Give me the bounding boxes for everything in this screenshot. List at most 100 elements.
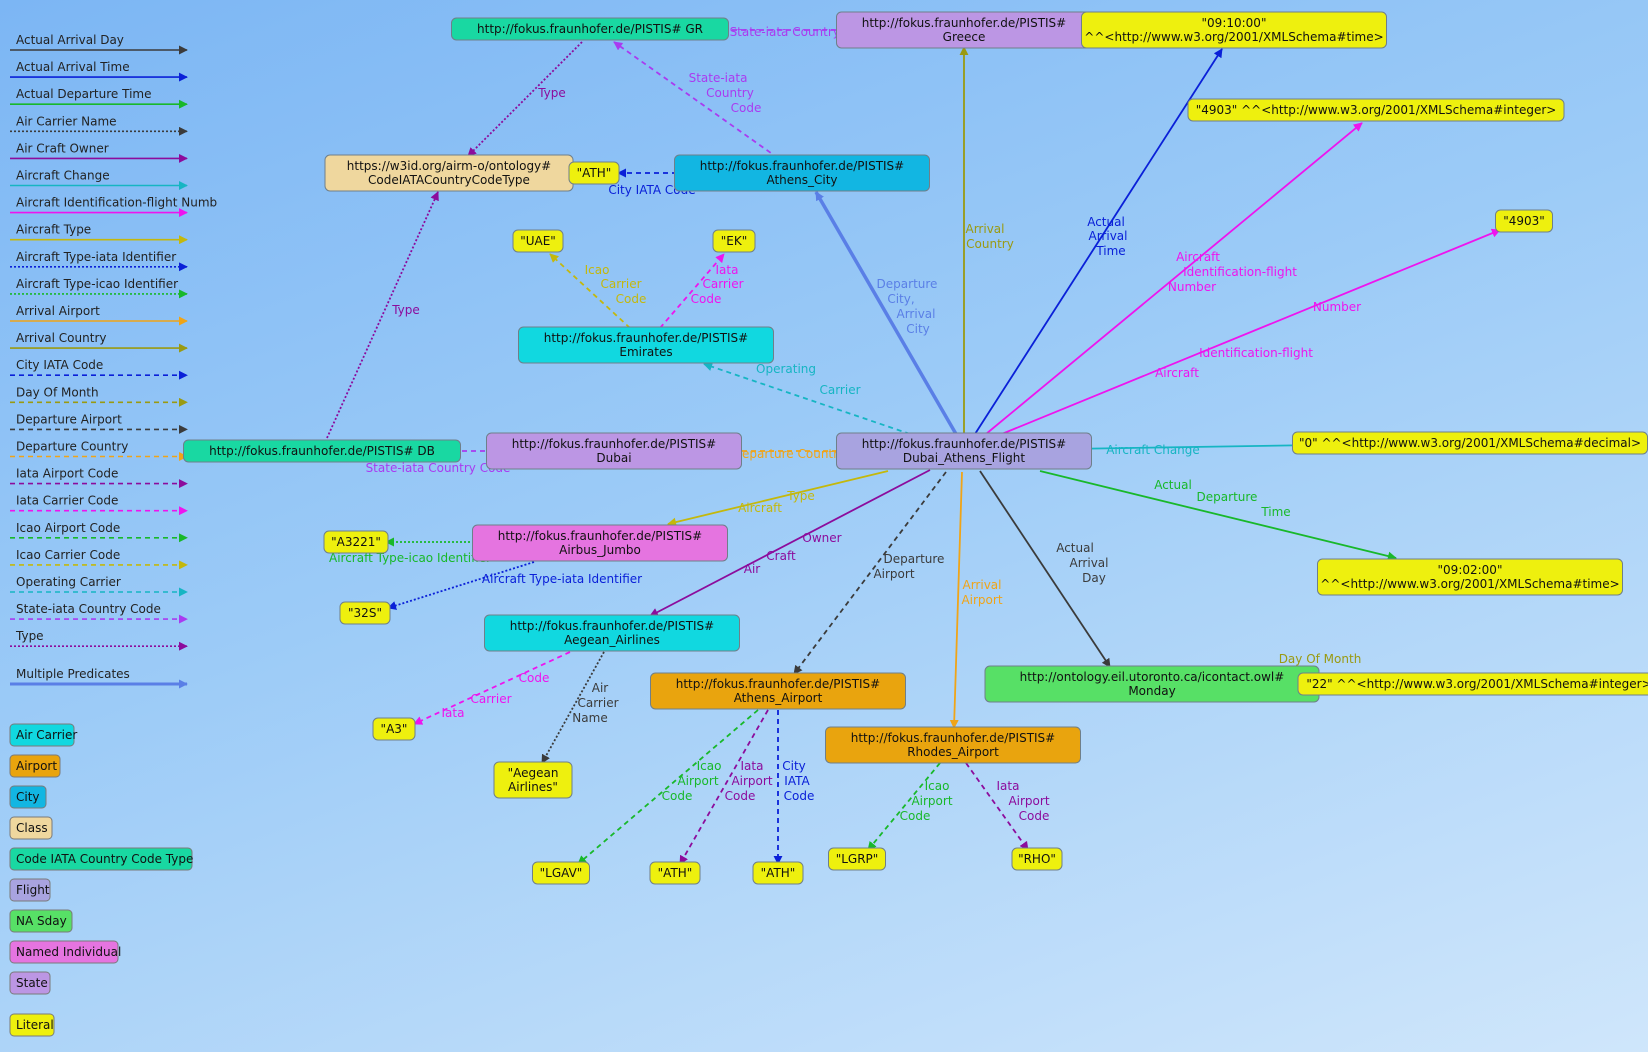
legend-predicate-label: Operating Carrier (16, 575, 121, 589)
edge-label: Number (1168, 280, 1216, 294)
edge-flight-to-rhodes (949, 471, 963, 729)
node-gr[interactable]: http://fokus.fraunhofer.de/PISTIS# GR (451, 17, 729, 41)
edge-label: City (782, 759, 806, 773)
node-label: "ATH" (658, 866, 693, 880)
node-label: http://fokus.fraunhofer.de/PISTIS# (544, 331, 748, 345)
edge-label: Code (731, 101, 762, 115)
legend-class-label: State (16, 976, 48, 990)
edge-label: Owner (802, 531, 841, 545)
edge-label: Code (784, 789, 815, 803)
edge-flight-to-lit_4903 (991, 228, 1501, 439)
edge-label: Airport (911, 794, 952, 808)
node-label: "A3" (381, 722, 408, 736)
edge-label: Day Of Month (1279, 652, 1362, 666)
node-label: "Aegean (508, 766, 559, 780)
legend-predicate-label: Air Craft Owner (16, 141, 109, 155)
node-lit-32s[interactable]: "32S" (339, 601, 391, 625)
node-lit-uae[interactable]: "UAE" (512, 229, 564, 253)
node-airbus[interactable]: http://fokus.fraunhofer.de/PISTIS#Airbus… (472, 524, 728, 562)
node-lit-4903[interactable]: "4903" (1495, 209, 1553, 233)
legend-multiple-label: Multiple Predicates (16, 667, 130, 681)
edge-athens_airport-to-lit_ath1 (679, 709, 769, 865)
graph-edges (326, 25, 1501, 865)
node-lit-22[interactable]: "22" ^^<http://www.w3.org/2001/XMLSchema… (1297, 672, 1648, 696)
edge-label: City IATA Code (608, 183, 695, 197)
edge-label: Aircraft (1176, 250, 1220, 264)
legend-predicate-label: Actual Departure Time (16, 87, 151, 101)
edge-label: Iata (442, 706, 465, 720)
edge-label: Operating (756, 362, 816, 376)
node-flight[interactable]: http://fokus.fraunhofer.de/PISTIS#Dubai_… (836, 432, 1092, 470)
legend-class-label: Air Carrier (16, 728, 77, 742)
edge-label: City (906, 322, 930, 336)
node-rhodes[interactable]: http://fokus.fraunhofer.de/PISTIS#Rhodes… (825, 726, 1081, 764)
node-lit-4903i[interactable]: "4903" ^^<http://www.w3.org/2001/XMLSche… (1187, 98, 1565, 122)
legend-class-label: Flight (16, 883, 50, 897)
edge-db-to-codetype (326, 191, 439, 439)
edge-airbus-to-lit_32s (387, 561, 535, 610)
edge-flight-to-monday (979, 470, 1111, 668)
node-codetype[interactable]: https://w3id.org/airm-o/ontology#CodeIAT… (324, 154, 574, 192)
edge-label: Country (706, 86, 754, 100)
node-lit-lgav[interactable]: "LGAV" (532, 861, 590, 885)
legend-predicate-label: Aircraft Type (16, 223, 91, 237)
edge-label: Carrier (702, 277, 743, 291)
node-lit-lgrp[interactable]: "LGRP" (828, 847, 886, 871)
legend-predicate-label: Icao Carrier Code (16, 548, 120, 562)
node-lit-ath-city[interactable]: "ATH" (568, 161, 620, 185)
edge-label: Code (900, 809, 931, 823)
edge-emirates-to-lit_uae (549, 253, 631, 329)
legend-class-label: City (16, 790, 40, 804)
edge-label: Country (966, 237, 1014, 251)
node-db[interactable]: http://fokus.fraunhofer.de/PISTIS# DB (183, 439, 461, 463)
legend-predicate-label: State-iata Country Code (16, 602, 161, 616)
node-lit-time1[interactable]: "09:10:00"^^<http://www.w3.org/2001/XMLS… (1081, 11, 1387, 49)
legend-class-label: Literal (16, 1018, 54, 1032)
node-lit-ek[interactable]: "EK" (712, 229, 756, 253)
legend-predicate-label: Aircraft Type-icao Identifier (16, 277, 178, 291)
edge-flight-to-emirates (703, 362, 911, 435)
node-lit-time2[interactable]: "09:02:00"^^<http://www.w3.org/2001/XMLS… (1317, 558, 1623, 596)
edge-aegean-to-lit_a3 (413, 651, 571, 725)
edge-label: Type (537, 86, 566, 100)
edge-label: Iata (741, 759, 764, 773)
node-emirates[interactable]: http://fokus.fraunhofer.de/PISTIS#Emirat… (518, 326, 774, 364)
node-dubai[interactable]: http://fokus.fraunhofer.de/PISTIS#Dubai (486, 432, 742, 470)
node-label: "4903" ^^<http://www.w3.org/2001/XMLSche… (1196, 103, 1557, 117)
edge-label: Code (616, 292, 647, 306)
legend-class-swatch: State (9, 971, 51, 995)
edge-emirates-to-lit_ek (659, 253, 725, 329)
node-lit-rho[interactable]: "RHO" (1011, 847, 1063, 871)
edge-label: Aircraft Type-iata Identifier (482, 572, 642, 586)
legend-predicate-label: Air Carrier Name (16, 114, 117, 128)
node-lit-ath2[interactable]: "ATH" (752, 861, 804, 885)
node-label: "UAE" (520, 234, 556, 248)
edge-label: Air (592, 681, 609, 695)
node-athens-airport[interactable]: http://fokus.fraunhofer.de/PISTIS#Athens… (650, 672, 906, 710)
edge-label: Departure (884, 552, 945, 566)
node-monday[interactable]: http://ontology.eil.utoronto.ca/icontact… (984, 665, 1320, 703)
node-lit-dec[interactable]: "0" ^^<http://www.w3.org/2001/XMLSchema#… (1292, 431, 1648, 455)
legend-class-label: Named Individual (16, 945, 121, 959)
legend-class-swatch: Class (9, 816, 53, 840)
node-lit-a3[interactable]: "A3" (372, 717, 416, 741)
node-label: Dubai_Athens_Flight (903, 451, 1025, 465)
node-athens-city[interactable]: http://fokus.fraunhofer.de/PISTIS#Athens… (674, 154, 930, 192)
edge-label: Number (1313, 300, 1361, 314)
legend-predicate-label: Iata Carrier Code (16, 494, 118, 508)
node-label: "4903" (1503, 214, 1545, 228)
node-aegean[interactable]: http://fokus.fraunhofer.de/PISTIS#Aegean… (484, 614, 740, 652)
edge-label: Departure Country (733, 447, 845, 461)
edge-flight-to-aegean (649, 469, 931, 617)
edge-gr-to-codetype (467, 41, 583, 157)
edge-label: Arrival (897, 307, 936, 321)
edge-flight-to-lit_4903i (985, 122, 1363, 435)
node-lit-a3221[interactable]: "A3221" (323, 530, 389, 554)
node-greece[interactable]: http://fokus.fraunhofer.de/PISTIS#Greece (836, 11, 1092, 49)
node-lit-ath1[interactable]: "ATH" (649, 861, 701, 885)
edge-label: Arrival (966, 222, 1005, 236)
edge-label: Airport (873, 567, 914, 581)
node-label: http://fokus.fraunhofer.de/PISTIS# GR (477, 22, 703, 36)
edge-label: Aircraft Type-icao Identifier (329, 551, 491, 565)
